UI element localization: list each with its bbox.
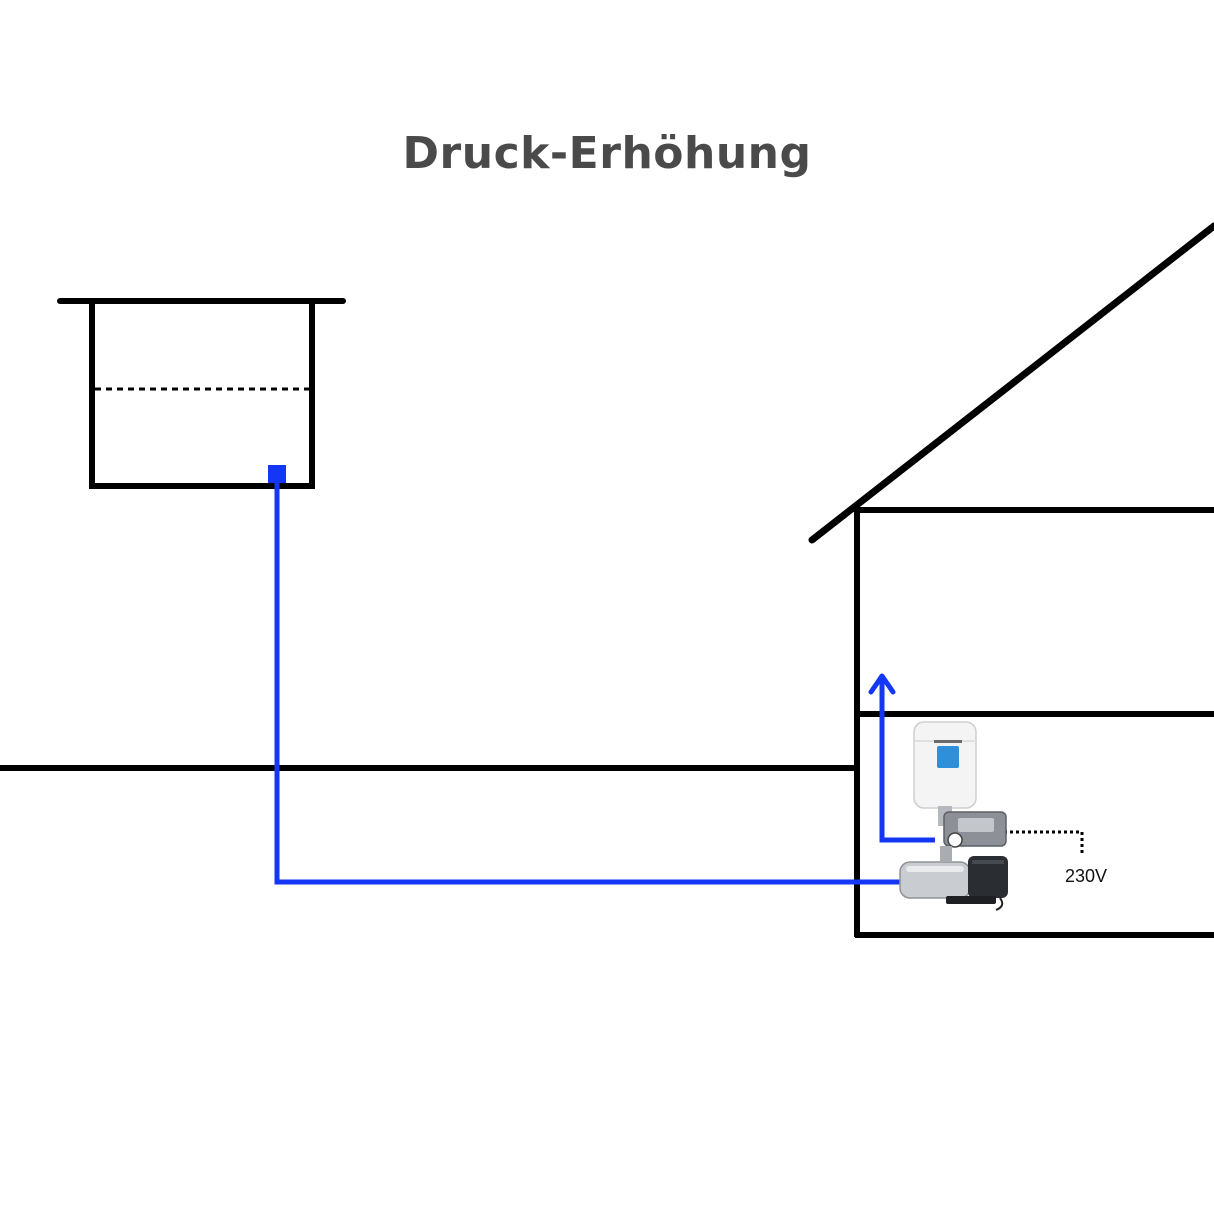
diagram-title: Druck-Erhöhung — [402, 128, 812, 179]
power-label: 230V — [1065, 866, 1107, 886]
pressure-pipe — [868, 673, 935, 843]
cistern-tank-icon — [57, 298, 346, 489]
power-cable — [1004, 830, 1084, 856]
booster-pump-icon — [899, 846, 1008, 911]
house-outline-icon — [808, 222, 1214, 938]
suction-pipe — [268, 465, 900, 885]
pressure-gauge-icon — [947, 832, 963, 848]
tank-badge — [937, 746, 959, 768]
pipe-inlet — [268, 465, 286, 483]
pump-base — [946, 896, 996, 904]
pressure-vessel-icon — [913, 721, 977, 826]
pump-motor — [968, 856, 1008, 898]
arrow-up-icon — [868, 673, 896, 695]
pump-controller — [943, 811, 1007, 848]
